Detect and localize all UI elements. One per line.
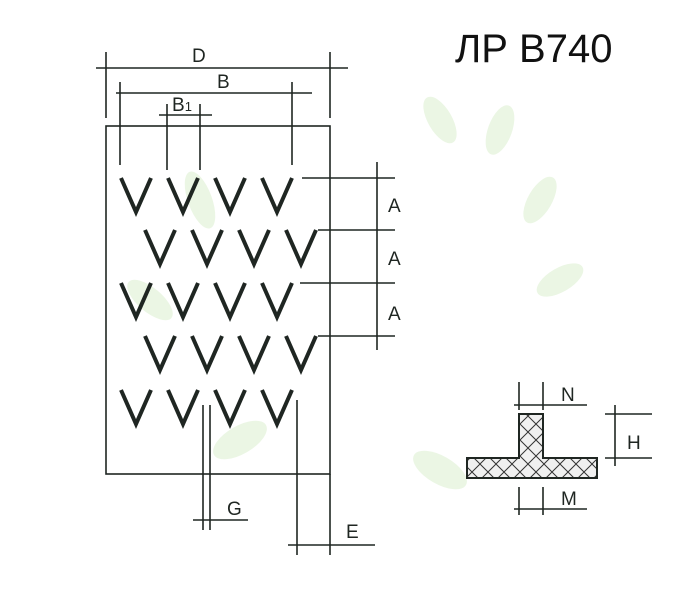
grating-panel: [105, 125, 331, 475]
dimension-d: [96, 52, 348, 118]
v-pattern: [119, 177, 318, 429]
v-slot: [213, 389, 247, 429]
v-slot: [190, 229, 224, 269]
label-n: N: [561, 385, 575, 406]
v-slot: [260, 389, 294, 429]
v-slot: [143, 229, 177, 269]
v-slot: [284, 335, 318, 375]
bar-cross-section: [466, 382, 652, 515]
v-slot: [190, 335, 224, 375]
label-a-2: A: [388, 249, 401, 270]
v-slot: [119, 389, 153, 429]
v-slot: [260, 282, 294, 322]
v-slot: [143, 335, 177, 375]
label-e: E: [346, 522, 359, 543]
dimension-b1: [159, 104, 212, 170]
v-slot: [260, 177, 294, 217]
v-slot: [213, 177, 247, 217]
v-slot: [119, 177, 153, 217]
label-a-1: A: [388, 196, 401, 217]
dimension-e: [288, 400, 375, 555]
watermark: [127, 96, 584, 490]
v-slot: [237, 229, 271, 269]
v-slot: [119, 282, 153, 322]
model-title: ЛР B740: [455, 27, 612, 71]
label-m: M: [561, 489, 577, 510]
label-d: D: [192, 46, 206, 67]
label-b1: B1: [172, 95, 192, 116]
v-slot: [166, 389, 200, 429]
v-slot: [284, 229, 318, 269]
dimension-g: [193, 405, 248, 530]
v-slot: [166, 282, 200, 322]
v-slot: [166, 177, 200, 217]
v-slot: [237, 335, 271, 375]
label-g: G: [227, 499, 242, 520]
label-h: H: [627, 433, 641, 454]
v-slot: [213, 282, 247, 322]
label-b: B: [217, 72, 230, 93]
label-a-3: A: [388, 304, 401, 325]
dimension-a: [300, 162, 395, 350]
dimension-b: [116, 82, 312, 165]
